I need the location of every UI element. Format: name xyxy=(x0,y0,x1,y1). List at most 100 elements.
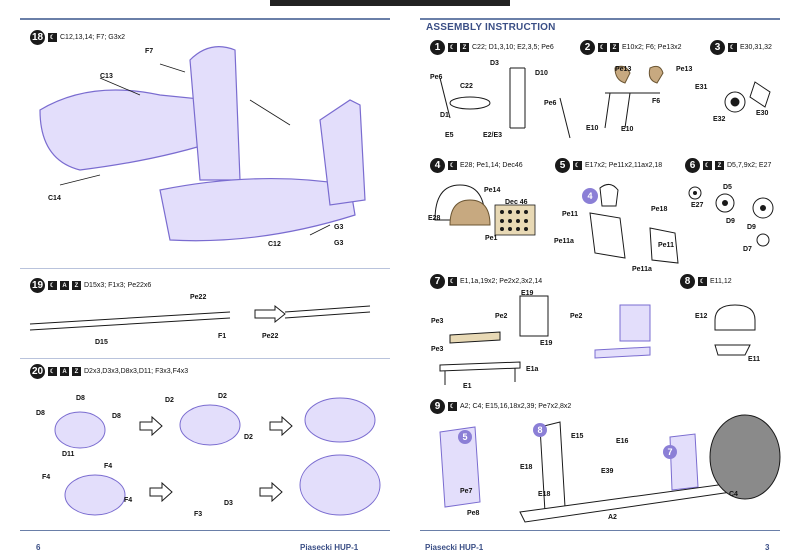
svg-text:4: 4 xyxy=(587,191,592,201)
glue-icon: ☾ xyxy=(48,281,57,290)
part-label: Pe13 xyxy=(615,66,632,73)
part-label: E16 xyxy=(616,438,629,445)
wheels-drawing xyxy=(688,186,774,247)
part-label: C4 xyxy=(729,491,738,498)
decal-icon: Z xyxy=(715,161,724,170)
headrest-drawing xyxy=(714,304,756,356)
glue-icon: ☾ xyxy=(48,367,57,376)
step-number: 9 xyxy=(430,399,445,414)
landing-gear-drawing xyxy=(54,397,381,516)
part-label: Pe2 xyxy=(570,313,583,320)
step-8-header: 8 ☾ E11,12 xyxy=(680,274,732,289)
glue-icon: ☾ xyxy=(448,43,457,52)
part-label: Pe8 xyxy=(467,510,480,517)
part-label: E1 xyxy=(463,383,472,390)
page-title: ASSEMBLY INSTRUCTION xyxy=(426,22,556,33)
paint-icon: A xyxy=(60,281,69,290)
part-label: F1 xyxy=(218,333,227,340)
part-label: G3 xyxy=(334,224,344,231)
part-label: E39 xyxy=(601,468,614,475)
part-label: D15 xyxy=(95,339,108,346)
decal-icon: Z xyxy=(72,367,81,376)
svg-text:8: 8 xyxy=(537,425,542,435)
part-label: E10 xyxy=(621,126,634,133)
section-divider xyxy=(20,358,390,359)
right-page: ASSEMBLY INSTRUCTION 1 ☾ Z C22; D1,3,10;… xyxy=(400,0,800,558)
step-2-header: 2 ☾ Z E10x2; F6; Pe13x2 xyxy=(580,40,682,55)
part-label: Pe6 xyxy=(430,74,443,81)
step-7-header: 7 ☾ E1,1a,19x2; Pe2x2,3x2,14 xyxy=(430,274,542,289)
part-label: F4 xyxy=(42,474,51,481)
part-label: Pe11a xyxy=(554,238,574,245)
part-label: Pe22 xyxy=(190,294,207,301)
part-label: E12 xyxy=(695,313,708,320)
part-label: E15 xyxy=(571,433,584,440)
step-parts: E1,1a,19x2; Pe2x2,3x2,14 xyxy=(460,278,543,285)
part-label: Pe14 xyxy=(484,187,501,194)
part-label: E18 xyxy=(538,491,551,498)
part-label: E28 xyxy=(428,215,441,222)
step-parts: E30,31,32 xyxy=(740,44,772,51)
part-label: E18 xyxy=(520,464,533,471)
glue-icon: ☾ xyxy=(573,161,582,170)
step-parts: E17x2; Pe11x2,11ax2,18 xyxy=(585,162,663,169)
part-label: F7 xyxy=(145,48,154,55)
part-label: F4 xyxy=(104,463,113,470)
step-number: 18 xyxy=(30,30,45,45)
part-label: E32 xyxy=(713,116,726,123)
part-label: Pe2 xyxy=(495,313,508,320)
footer-page-number: 3 xyxy=(765,543,770,552)
header-rule xyxy=(420,18,780,20)
part-label: C12 xyxy=(268,241,281,248)
part-label: C13 xyxy=(100,73,113,80)
glue-icon: ☾ xyxy=(448,161,457,170)
top-bar xyxy=(270,0,400,6)
seat-drawing xyxy=(439,295,651,385)
part-label: D11 xyxy=(62,451,75,458)
step-number: 5 xyxy=(555,158,570,173)
part-label: D10 xyxy=(535,70,548,77)
part-label: Pe1 xyxy=(485,235,498,242)
part-label: E19 xyxy=(521,290,534,297)
step-parts: C12,13,14; F7; G3x2 xyxy=(60,34,125,41)
decal-icon: Z xyxy=(72,281,81,290)
step-6-header: 6 ☾ Z D5,7,9x2; E27 xyxy=(685,158,771,173)
seat-frame-drawing xyxy=(439,67,571,139)
part-label: F4 xyxy=(124,497,133,504)
part-label: D2 xyxy=(218,393,227,400)
step-18-header: 18 ☾ C12,13,14; F7; G3x2 xyxy=(30,30,125,45)
top-bar xyxy=(400,0,510,6)
footer-title: Piasecki HUP-1 xyxy=(425,543,484,552)
pedal-drawing xyxy=(724,81,771,113)
part-label: E31 xyxy=(695,84,708,91)
step-4-header: 4 ☾ E28; Pe1,14; Dec46 xyxy=(430,158,523,173)
cockpit-floor-drawing: 587 xyxy=(439,414,781,523)
step-1-header: 1 ☾ Z C22; D1,3,10; E2,3,5; Pe6 xyxy=(430,40,554,55)
part-label: Pe11 xyxy=(562,211,578,218)
step-3-header: 3 ☾ E30,31,32 xyxy=(710,40,772,55)
part-label: E5 xyxy=(445,132,454,139)
part-label: A2 xyxy=(608,514,617,521)
step-number: 19 xyxy=(30,278,45,293)
step-parts: A2; C4; E15,16,18x2,39; Pe7x2,8x2 xyxy=(460,403,572,410)
part-label: D5 xyxy=(723,184,732,191)
part-label: Pe6 xyxy=(544,100,557,107)
part-label: D2 xyxy=(244,434,253,441)
step-number: 4 xyxy=(430,158,445,173)
part-label: D9 xyxy=(726,218,735,225)
part-label: F3 xyxy=(194,511,203,518)
part-label: E11 xyxy=(748,356,761,363)
rotor-blade-drawing xyxy=(29,304,371,331)
door-drawing: 4 xyxy=(582,184,679,264)
step-parts: E28; Pe1,14; Dec46 xyxy=(460,162,523,169)
step-20-header: 20 ☾ A Z D2x3,D3x3,D8x3,D11; F3x3,F4x3 xyxy=(30,364,188,379)
part-label: E2/E3 xyxy=(483,132,503,139)
step-parts: C22; D1,3,10; E2,3,5; Pe6 xyxy=(472,44,554,51)
part-label: D7 xyxy=(743,246,752,253)
footer-title: Piasecki HUP-1 xyxy=(300,543,359,552)
part-label: Pe13 xyxy=(676,66,693,73)
part-label: Pe11a xyxy=(632,266,652,273)
part-label: E19 xyxy=(540,340,553,347)
step-number: 6 xyxy=(685,158,700,173)
glue-icon: ☾ xyxy=(598,43,607,52)
